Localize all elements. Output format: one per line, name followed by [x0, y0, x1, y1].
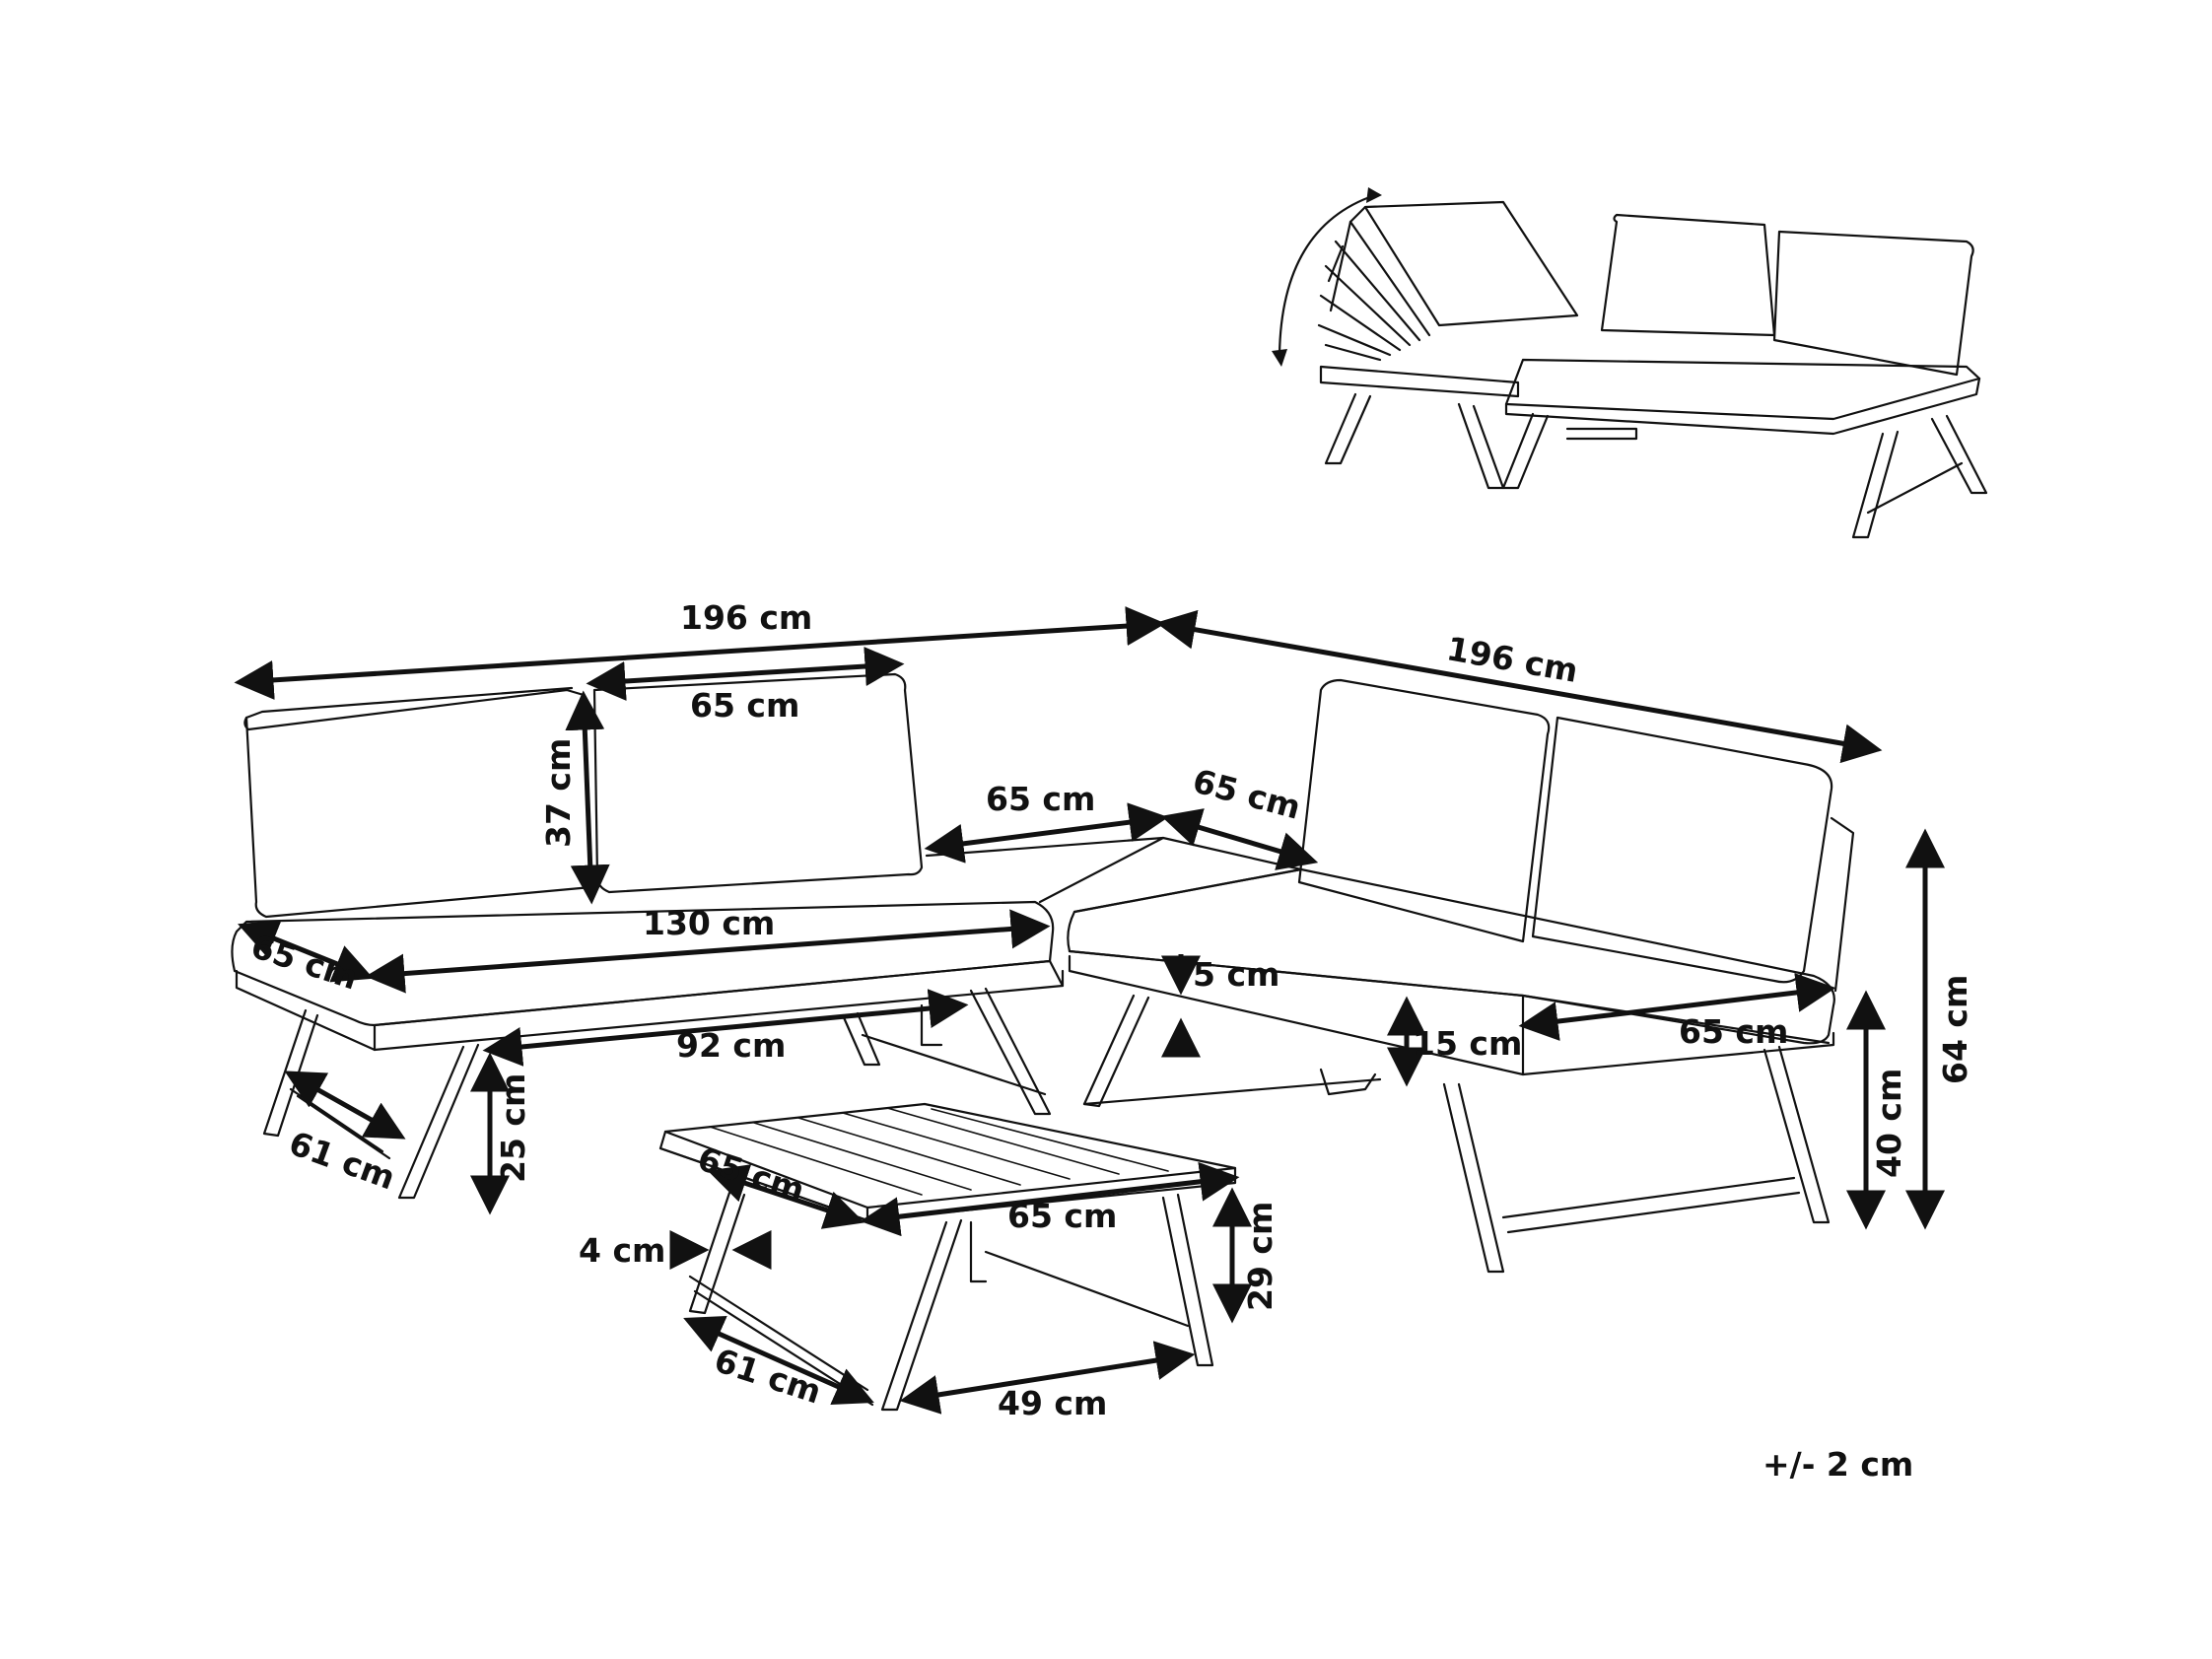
label-table-width: 65 cm — [1007, 1197, 1117, 1235]
label-seat-length: 130 cm — [643, 904, 775, 942]
label-table-leg-spacing: 49 cm — [998, 1384, 1107, 1422]
label-cushion-thickness: 15 cm — [1413, 1024, 1522, 1063]
label-back-cushion-width: 65 cm — [690, 686, 799, 725]
label-total-width-right: 196 cm — [1444, 629, 1581, 690]
dimension-lines — [234, 606, 1945, 1415]
label-table-height: 29 cm — [1241, 1202, 1279, 1311]
label-corner-depth-left: 65 cm — [986, 780, 1095, 818]
label-ground-clearance: 25 cm — [494, 1073, 532, 1183]
dimension-labels: 196 cm 196 cm 65 cm 37 cm 65 cm 65 cm 13… — [246, 598, 1974, 1484]
label-cushion-thickness-small: 5 cm — [1193, 955, 1279, 994]
label-total-height: 64 cm — [1936, 975, 1974, 1084]
label-tolerance: +/- 2 cm — [1763, 1445, 1913, 1484]
label-seat-depth-left: 65 cm — [246, 927, 363, 998]
label-leg-spacing: 92 cm — [676, 1026, 786, 1065]
label-table-depth: 65 cm — [693, 1140, 809, 1210]
label-corner-depth-right: 65 cm — [1189, 761, 1305, 826]
label-seat-height: 40 cm — [1870, 1069, 1908, 1178]
recline-inset-illustration — [1272, 187, 1988, 539]
label-back-cushion-height: 37 cm — [539, 738, 578, 848]
label-table-leg-width: 4 cm — [579, 1231, 665, 1270]
label-seat-depth-right: 65 cm — [1679, 1012, 1788, 1051]
label-leg-depth: 61 cm — [284, 1124, 400, 1198]
label-total-width-left: 196 cm — [680, 598, 812, 637]
